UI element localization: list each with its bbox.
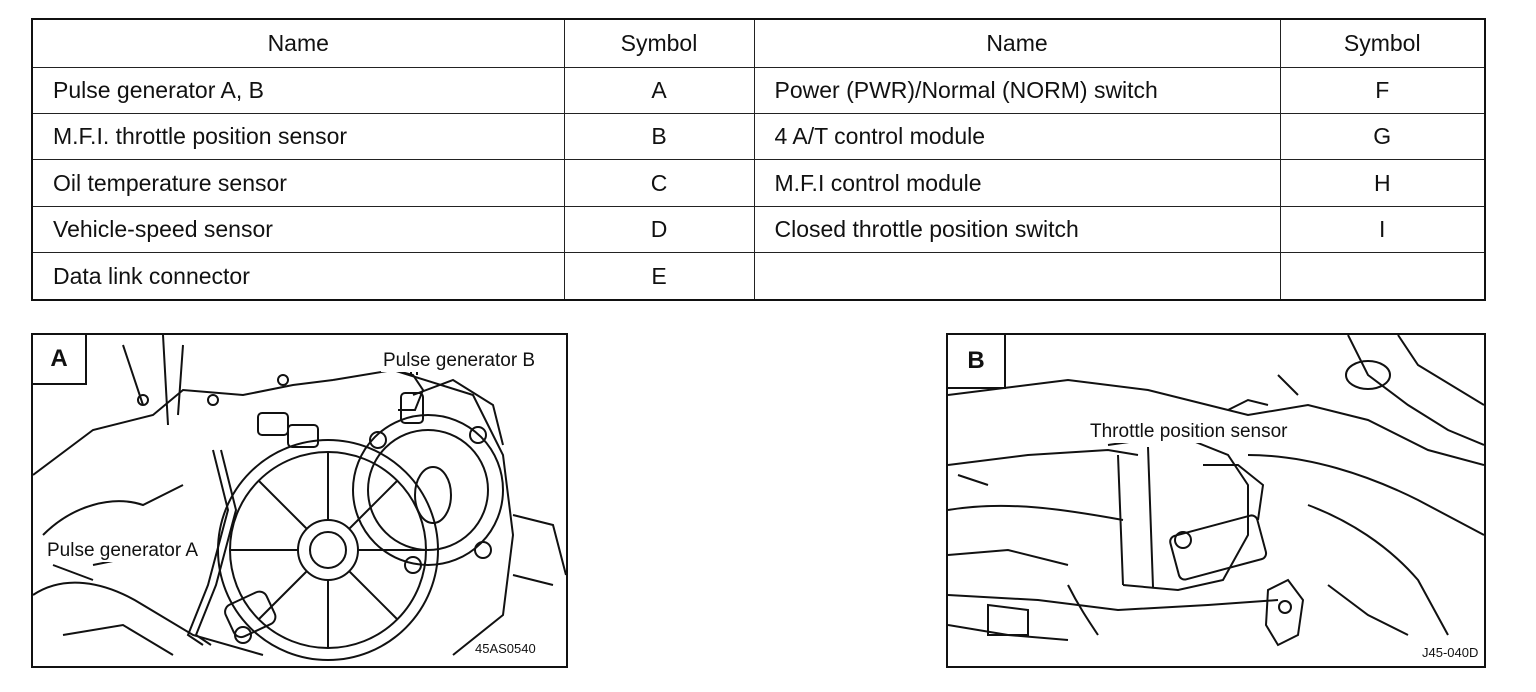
pulse-generator-b-label: Pulse generator B	[381, 350, 538, 372]
component-name: Closed throttle position switch	[753, 205, 1281, 254]
component-symbol: H	[1279, 159, 1486, 207]
table-row: Pulse generator A, B A Power (PWR)/Norma…	[31, 66, 1486, 114]
throttle-position-sensor-label: Throttle position sensor	[1088, 421, 1290, 443]
component-symbol: D	[563, 205, 755, 254]
component-name: Vehicle-speed sensor	[31, 205, 565, 254]
transmission-illustration	[33, 335, 566, 661]
component-symbol: A	[563, 66, 755, 114]
component-symbol: C	[563, 159, 755, 207]
component-name: M.F.I control module	[753, 159, 1281, 207]
component-name: Oil temperature sensor	[31, 159, 565, 207]
component-symbol: E	[563, 252, 755, 301]
component-name: Data link connector	[31, 252, 565, 301]
table-row: M.F.I. throttle position sensor B 4 A/T …	[31, 112, 1486, 161]
panel-b-tag: B	[948, 335, 1006, 389]
component-name	[753, 252, 1281, 301]
figure-panel-a: A Pulse generator B Pulse generator A 45…	[31, 333, 568, 668]
col-header-symbol: Symbol	[563, 18, 755, 68]
component-name: Power (PWR)/Normal (NORM) switch	[753, 66, 1281, 114]
table-row: Data link connector E	[31, 252, 1486, 301]
panel-a-tag: A	[33, 335, 87, 385]
throttle-body-illustration	[948, 335, 1484, 647]
figure-panel-b: B Throttle position sensor J45-040D	[946, 333, 1486, 668]
component-name: Pulse generator A, B	[31, 66, 565, 114]
component-symbol	[1279, 252, 1486, 301]
component-symbol: F	[1279, 66, 1486, 114]
table-row: Vehicle-speed sensor D Closed throttle p…	[31, 205, 1486, 254]
col-header-name: Name	[31, 18, 565, 68]
figure-code-b: J45-040D	[1420, 645, 1481, 660]
col-header-name: Name	[753, 18, 1281, 68]
component-name: 4 A/T control module	[753, 112, 1281, 161]
table-row: Oil temperature sensor C M.F.I control m…	[31, 159, 1486, 207]
col-header-symbol: Symbol	[1279, 18, 1486, 68]
table-header-row: Name Symbol Name Symbol	[31, 18, 1486, 68]
component-symbol: G	[1279, 112, 1486, 161]
pulse-generator-a-label: Pulse generator A	[45, 540, 201, 562]
components-table: Name Symbol Name Symbol Pulse generator …	[31, 18, 1486, 301]
component-symbol: B	[563, 112, 755, 161]
component-name: M.F.I. throttle position sensor	[31, 112, 565, 161]
component-symbol: I	[1279, 205, 1486, 254]
figure-code-a: 45AS0540	[473, 641, 538, 656]
